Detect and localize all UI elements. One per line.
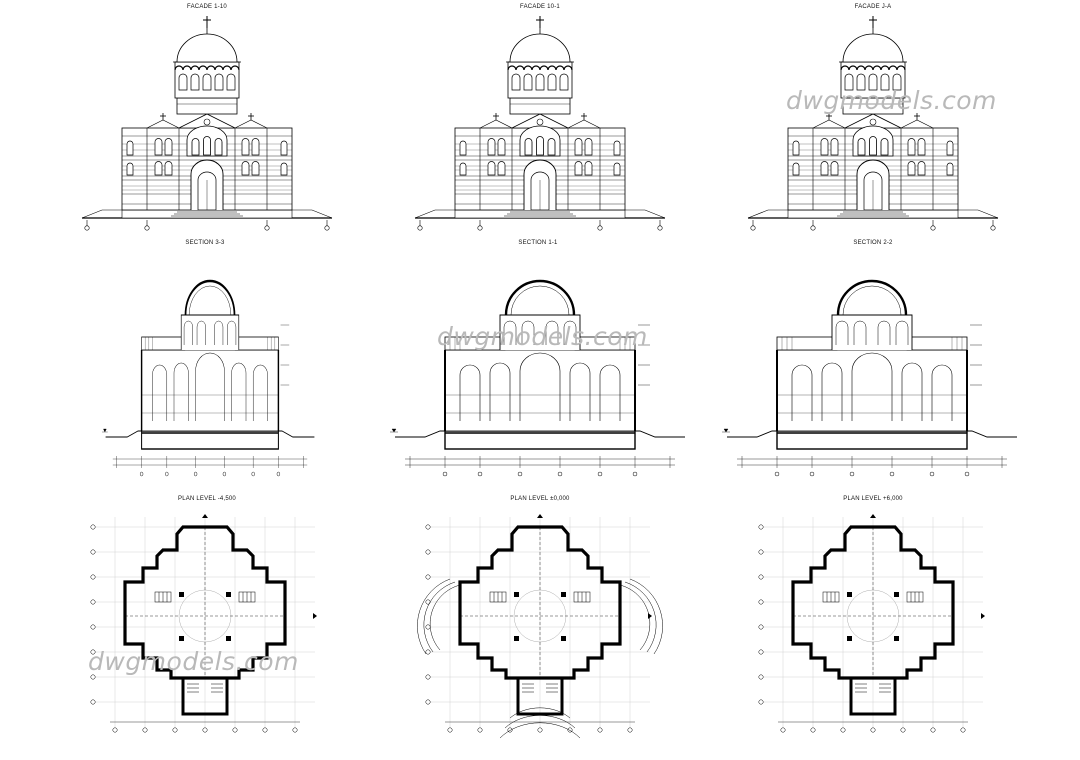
plan-drawing-3: [757, 512, 987, 734]
plan-drawing-2: [417, 512, 663, 739]
facade-title-2: FACADE 10-1: [520, 4, 560, 10]
section-title-1: SECTION 3-3: [185, 240, 225, 246]
section-title-3: SECTION 2-2: [853, 240, 893, 246]
facade-title-3: FACADE J-A: [854, 4, 892, 10]
facade-drawing-1: [81, 15, 333, 231]
facade-drawing-3: [747, 15, 999, 231]
section-drawing-3: [720, 279, 1019, 478]
section-drawing-2: [388, 279, 687, 478]
watermark-bottom-left: dwgmodels.com: [88, 647, 299, 676]
watermark-center: dwgmodels.com: [437, 322, 648, 351]
facade-title-1: FACADE 1-10: [187, 4, 227, 10]
plan-title-3: PLAN LEVEL +6,000: [843, 496, 903, 502]
facade-drawing-2: [414, 15, 666, 231]
watermark-top-right: dwgmodels.com: [786, 86, 997, 115]
plan-title-1: PLAN LEVEL -4,500: [178, 496, 236, 502]
section-title-2: SECTION 1-1: [518, 240, 558, 246]
plan-title-2: PLAN LEVEL ±0,000: [510, 496, 570, 502]
plan-drawing-1: [89, 512, 319, 734]
section-drawing-1: [100, 279, 316, 478]
